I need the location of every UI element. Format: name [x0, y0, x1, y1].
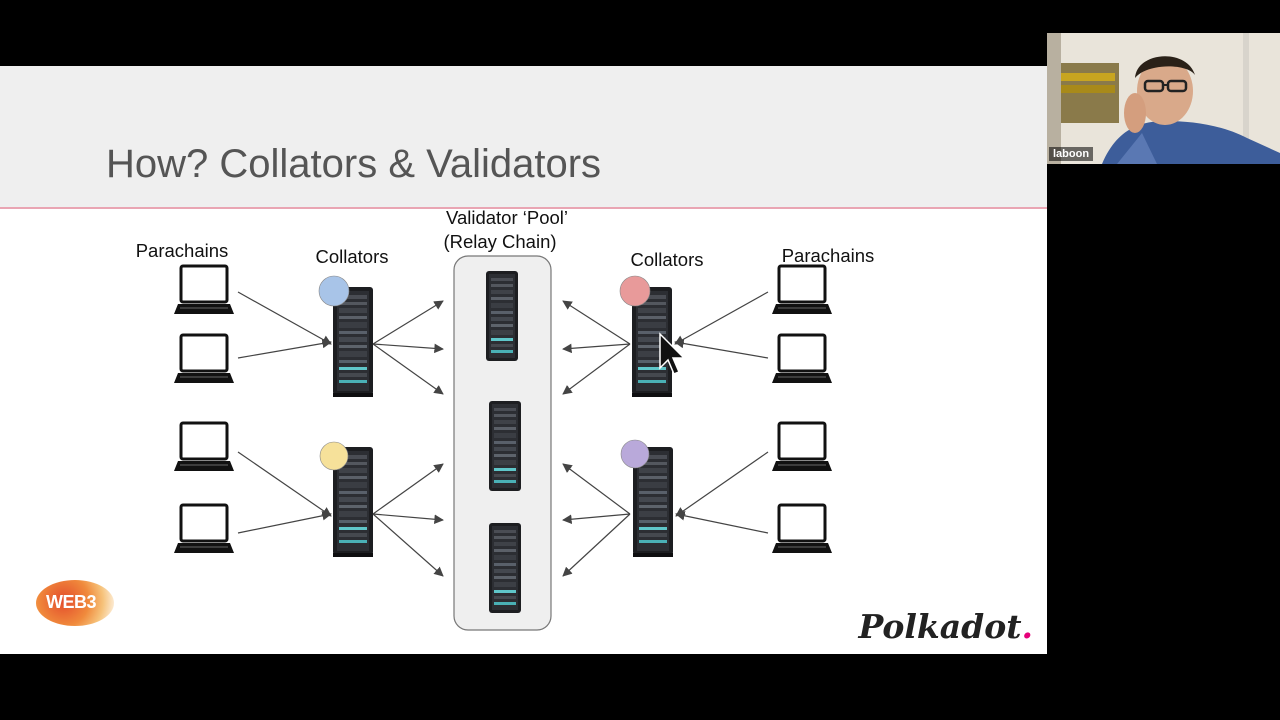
header-accent-rule [0, 207, 1047, 209]
laptop-icon [172, 503, 236, 555]
participant-name: laboon [1049, 147, 1094, 161]
laptop-icon [770, 333, 834, 385]
laptop-icon [770, 421, 834, 473]
collator-validator-diagram: Parachains Collators Validator ‘Pool’ (R… [136, 207, 875, 631]
laptop-icon [172, 421, 236, 473]
polkadot-logo: Polkadot. [858, 607, 1033, 646]
collator-badge-purple [620, 439, 650, 469]
collator-badge-yellow [319, 441, 349, 471]
polkadot-logo-dot: . [1021, 607, 1034, 646]
arrow-icon [237, 291, 332, 534]
arrow-icon [372, 300, 444, 577]
laptop-icon [770, 264, 834, 316]
validator-server-3 [489, 523, 521, 613]
presentation-slide: How? Collators & Validators [0, 66, 1047, 654]
collator-badge-red [619, 275, 651, 307]
web3-logo-text: WEB3 [46, 592, 97, 612]
laptop-icon [172, 264, 236, 316]
validator-server-2 [489, 401, 521, 491]
polkadot-logo-text: Polkadot [858, 607, 1022, 646]
participant-video-tile[interactable]: laboon [1047, 33, 1280, 164]
laptop-icon [172, 333, 236, 385]
web3-logo: WEB3 [36, 580, 114, 626]
label-relay-chain: (Relay Chain) [443, 231, 556, 252]
arrow-icon [562, 300, 631, 577]
web3-logo-blob [36, 580, 114, 626]
laptop-icon [770, 503, 834, 555]
slide-header [0, 66, 1047, 207]
label-parachains-left: Parachains [136, 240, 229, 261]
participant-video-feed [1047, 33, 1280, 164]
collator-badge-blue [318, 275, 350, 307]
label-validator-pool: Validator ‘Pool’ [446, 207, 568, 228]
label-collators-left: Collators [316, 246, 389, 267]
slide-title: How? Collators & Validators [106, 142, 602, 186]
mouse-cursor-icon [659, 332, 686, 375]
label-collators-right: Collators [631, 249, 704, 270]
arrow-icon [674, 291, 769, 534]
label-parachains-right: Parachains [782, 245, 875, 266]
validator-server-1 [486, 271, 518, 361]
